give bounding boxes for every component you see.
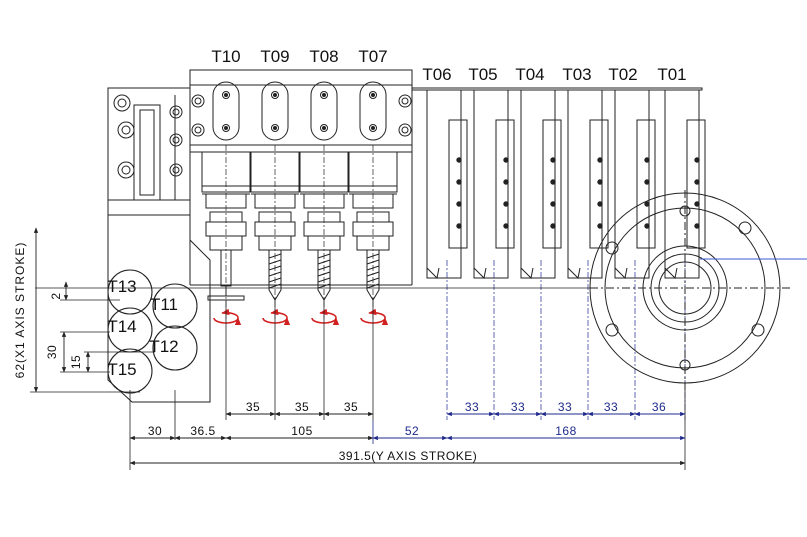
dim-t03-t02: 33 (604, 400, 618, 414)
tool-label-t04: T04 (515, 65, 544, 84)
tool-label-t14: T14 (107, 317, 136, 336)
dimension-lines (30, 227, 686, 470)
dim-52: 52 (405, 424, 419, 438)
dim-row2-labels: 30 36.5 105 52 168 (148, 424, 577, 438)
dim-t05-t04: 33 (511, 400, 525, 414)
tool-label-t10: T10 (211, 47, 240, 66)
tool-label-t15: T15 (107, 360, 136, 379)
dim-t04-t03: 33 (558, 400, 572, 414)
vertical-tool-unit (250, 81, 300, 320)
dim-t06-t05: 33 (465, 400, 479, 414)
rotation-arrows (213, 308, 389, 326)
dim-30: 30 (148, 424, 162, 438)
tool-label-t07: T07 (358, 47, 387, 66)
top-tool-labels: T10 T09 T08 T07 T06 T05 T04 T03 T02 T01 (211, 47, 686, 84)
tool-label-t01: T01 (657, 65, 686, 84)
dim-168: 168 (555, 424, 577, 438)
tool-label-t06: T06 (422, 65, 451, 84)
dim-row1-labels: 35 35 35 33 33 33 33 36 (246, 400, 666, 414)
horizontal-tool-units (426, 89, 706, 420)
horizontal-tool-unit (614, 89, 656, 420)
dim-total-y-stroke: 391.5(Y AXIS STROKE) (339, 449, 478, 463)
dim-t10-t09: 35 (246, 400, 260, 414)
vertical-tool-units (201, 81, 398, 320)
tool-label-t09: T09 (260, 47, 289, 66)
tool-label-t05: T05 (468, 65, 497, 84)
dim-15-vertical: 15 (69, 355, 83, 369)
dim-t08-t07: 35 (344, 400, 358, 414)
tool-label-t13: T13 (107, 277, 136, 296)
tool-label-t12: T12 (149, 337, 178, 356)
left-bolts (113, 94, 183, 179)
tool-label-t03: T03 (562, 65, 591, 84)
turret-disc (589, 190, 790, 390)
tool-circle-t11 (152, 283, 198, 329)
tool-label-t11: T11 (150, 295, 178, 314)
dim-105: 105 (291, 424, 313, 438)
horizontal-tool-unit (473, 89, 515, 420)
dim-36-5: 36.5 (190, 424, 215, 438)
dim-x1-stroke: 62(X1 AXIS STROKE) (13, 242, 27, 379)
tool-label-t02: T02 (608, 65, 637, 84)
tool-circle-t13 (107, 269, 153, 315)
horizontal-tool-unit (567, 89, 609, 420)
vertical-tool-unit (348, 81, 398, 320)
dim-2: 2 (49, 292, 63, 299)
horizontal-block (411, 87, 703, 285)
tool-circle-t12 (152, 325, 198, 371)
horizontal-tool-unit (426, 89, 468, 420)
dim-t09-t08: 35 (295, 400, 309, 414)
side-tool-labels: T13 T11 T14 T12 T15 (107, 277, 178, 379)
horizontal-tool-unit (520, 89, 562, 420)
vertical-tool-unit (299, 81, 349, 320)
dim-t02-t01: 36 (652, 400, 666, 414)
tool-label-t08: T08 (309, 47, 338, 66)
dim-30-vertical: 30 (45, 345, 59, 359)
vertical-tool-unit (201, 81, 251, 320)
